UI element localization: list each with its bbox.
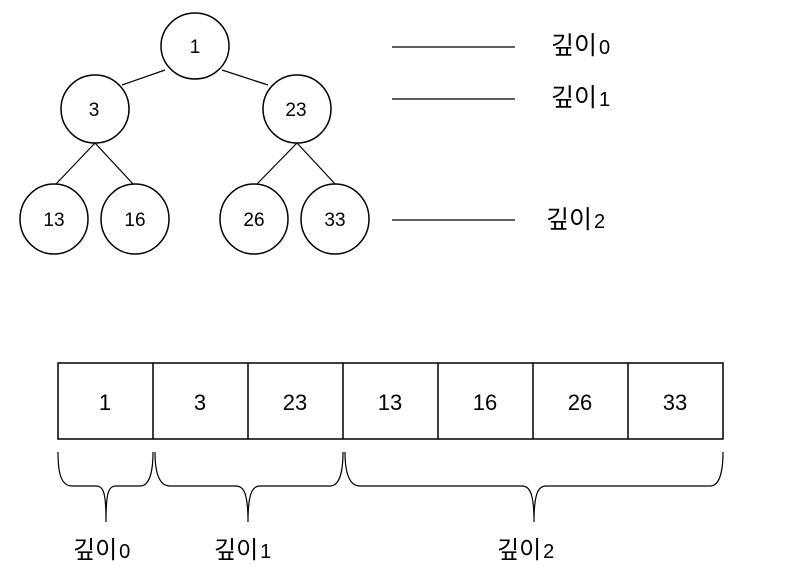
depth-braces	[57, 451, 724, 523]
node-label: 33	[324, 210, 345, 231]
node-circle	[300, 183, 370, 255]
tree-node-16: 16	[100, 183, 170, 255]
node-label: 1	[190, 37, 201, 58]
array-cell-4: 16	[473, 390, 497, 415]
node-circle	[219, 183, 289, 255]
array-cell-6: 33	[663, 390, 687, 415]
edge-1-23	[221, 69, 269, 86]
node-circle	[262, 74, 332, 144]
edge-3-13	[55, 142, 96, 185]
array-cell-2: 23	[283, 390, 307, 415]
node-label: 23	[285, 100, 306, 121]
brace-depth-1	[154, 451, 344, 523]
array-border	[57, 362, 724, 440]
brace-depth-0	[57, 451, 154, 523]
node-label: 26	[243, 210, 264, 231]
array-cell-3: 13	[378, 390, 402, 415]
edge-23-33	[296, 142, 337, 186]
node-circle	[100, 183, 170, 255]
edge-23-26	[255, 142, 298, 186]
array-cell-1: 3	[194, 390, 206, 415]
node-circle	[19, 183, 89, 255]
tree-node-13: 13	[19, 183, 89, 255]
array-cell-5: 26	[568, 390, 592, 415]
brace-depth-2	[344, 451, 724, 523]
tree-edges	[55, 69, 337, 186]
tree-node-3: 3	[60, 74, 130, 144]
edge-1-3	[121, 69, 166, 86]
node-label: 13	[43, 210, 64, 231]
node-circle	[60, 74, 130, 144]
edge-3-16	[94, 142, 135, 186]
tree-node-1: 1	[160, 12, 230, 80]
tree-node-23: 23	[262, 74, 332, 144]
node-circle	[160, 12, 230, 80]
tree-node-26: 26	[219, 183, 289, 255]
array-cell-0: 1	[99, 390, 111, 415]
node-label: 3	[89, 100, 100, 121]
tree-node-33: 33	[300, 183, 370, 255]
array: 1 3 23 13 16 26 33	[57, 362, 724, 440]
node-label: 16	[124, 210, 145, 231]
